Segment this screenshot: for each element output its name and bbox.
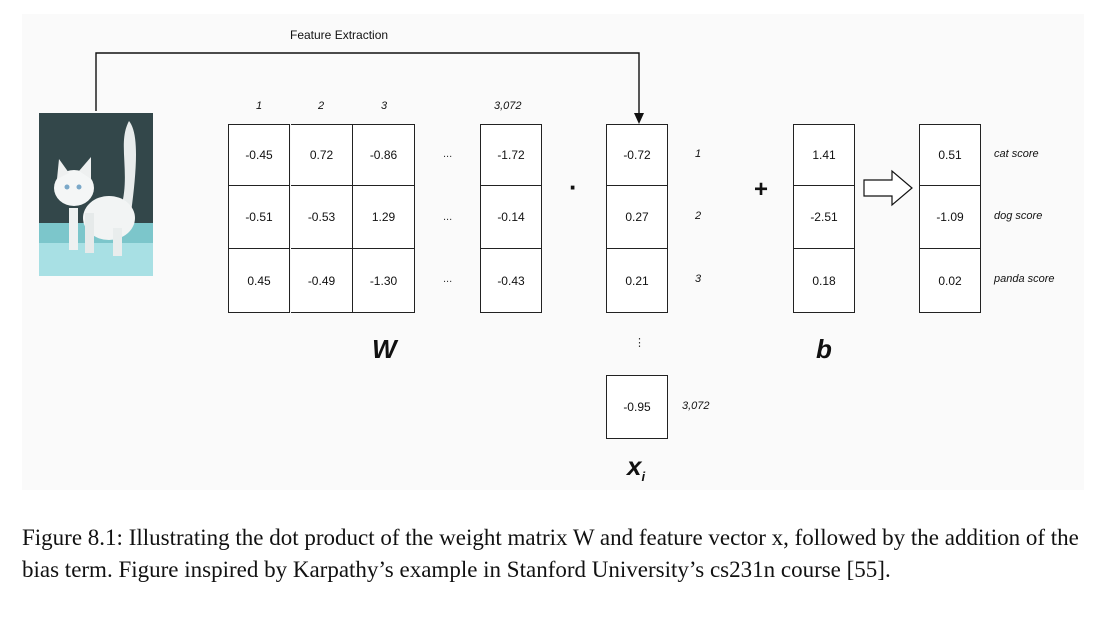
w-cell: -0.51 [228, 186, 290, 249]
w-cell: -1.30 [353, 249, 415, 313]
x-row-index-3072: 3,072 [682, 400, 710, 412]
w-cell: -0.53 [291, 186, 353, 249]
w-ellipsis: ... [443, 273, 453, 285]
dog-score-label: dog score [994, 210, 1043, 222]
x-row-index-2: 2 [695, 210, 702, 222]
x-subscript: i [641, 469, 646, 485]
figure-panel [22, 14, 1084, 490]
score-cell: -1.09 [919, 186, 981, 249]
col-index-3072: 3,072 [494, 100, 522, 112]
w-cell: -0.43 [480, 249, 542, 313]
w-cell: -0.45 [228, 124, 290, 186]
cat-image [39, 113, 153, 276]
w-cell: -1.72 [480, 124, 542, 186]
w-cell: 0.45 [228, 249, 290, 313]
feature-extraction-label: Feature Extraction [290, 28, 389, 42]
x-cell: -0.95 [606, 375, 668, 439]
figure-caption: Figure 8.1: Illustrating the dot product… [22, 525, 1079, 582]
arrow-head [634, 113, 644, 124]
x-cell: 0.21 [606, 249, 668, 313]
b-cell: 0.18 [793, 249, 855, 313]
w-cell: -0.86 [353, 124, 415, 186]
cat-illustration [39, 113, 153, 276]
col-index-2: 2 [318, 100, 325, 112]
feature-extraction-arrow [95, 52, 640, 116]
w-cell: 0.72 [291, 124, 353, 186]
b-label: b [816, 334, 832, 364]
x-label: xi [627, 451, 646, 485]
x-cell: -0.72 [606, 124, 668, 186]
w-cell: 1.29 [353, 186, 415, 249]
result-arrow-icon [863, 169, 913, 207]
w-ellipsis: ... [443, 211, 453, 223]
w-label: W [372, 334, 397, 364]
b-cell: -2.51 [793, 186, 855, 249]
col-index-3: 3 [381, 100, 388, 112]
x-cell: 0.27 [606, 186, 668, 249]
w-cell: -0.49 [291, 249, 353, 313]
score-cell: 0.51 [919, 124, 981, 186]
x-row-index-1: 1 [695, 148, 702, 160]
x-row-index-3: 3 [695, 273, 702, 285]
cat-score-label: cat score [994, 148, 1039, 160]
b-cell: 1.41 [793, 124, 855, 186]
col-index-1: 1 [256, 100, 263, 112]
w-ellipsis: ... [443, 148, 453, 160]
x-vdots: ⋮ [634, 337, 645, 349]
w-cell: -0.14 [480, 186, 542, 249]
plus-operator: + [754, 176, 769, 203]
dot-operator: · [569, 172, 578, 202]
score-cell: 0.02 [919, 249, 981, 313]
panda-score-label: panda score [994, 273, 1055, 285]
